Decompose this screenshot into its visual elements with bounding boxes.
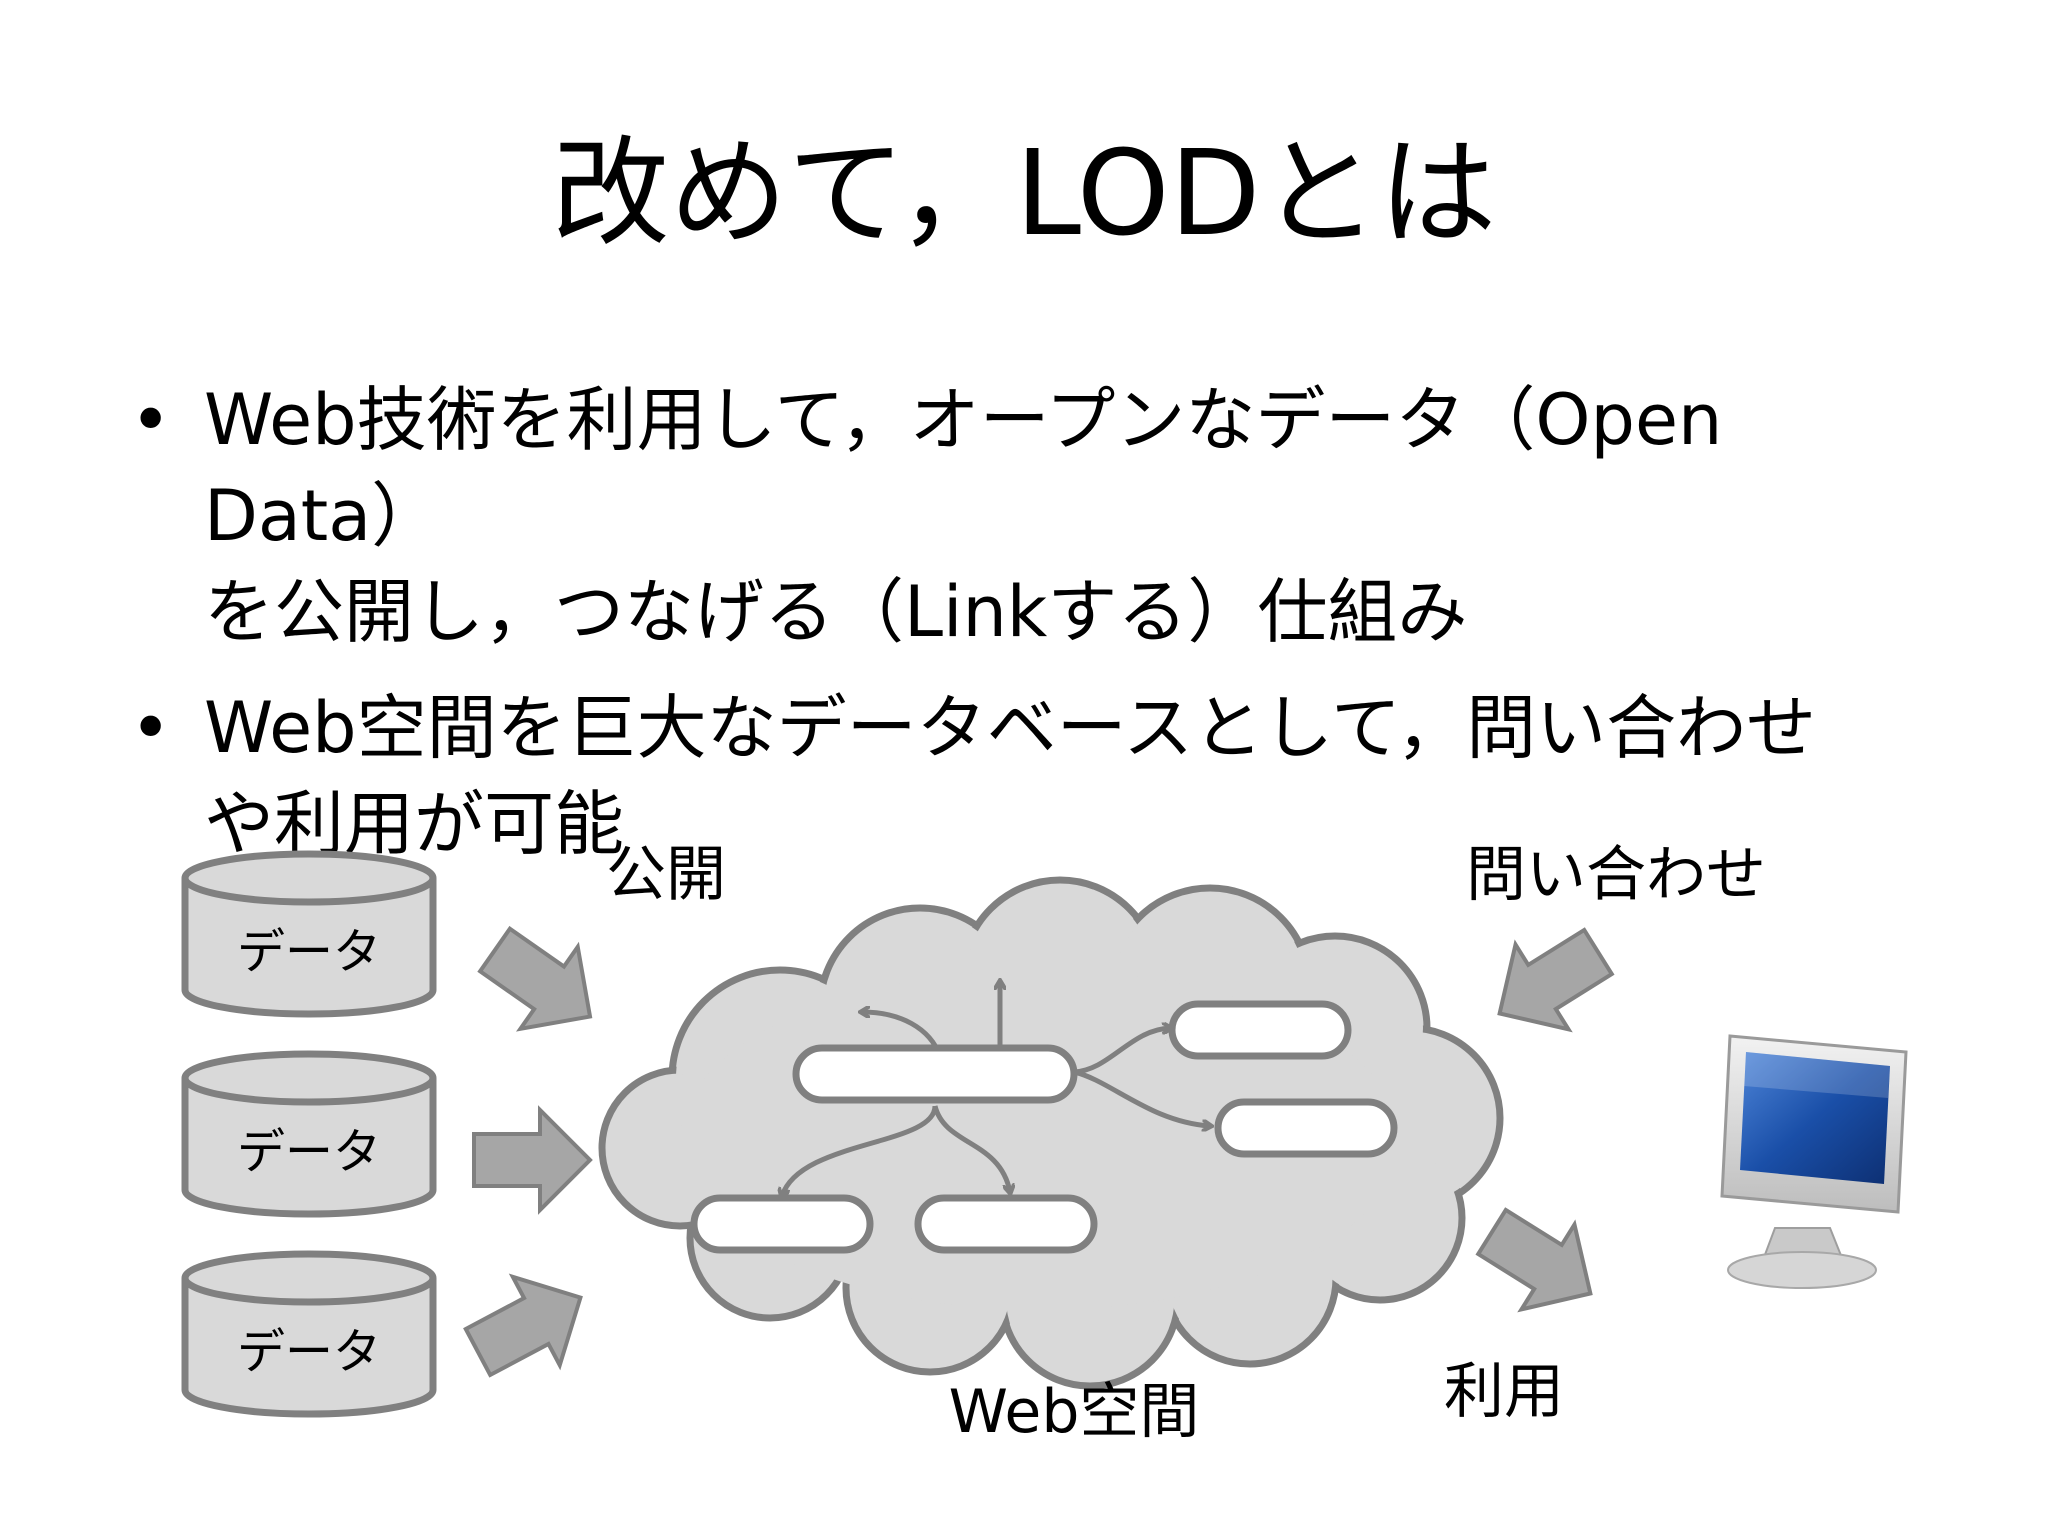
link-arrow [932,1105,1010,1192]
bullet-item: • Web技術を利用して，オープンなデータ（Open Data） を公開し，つな… [120,372,1980,660]
resource-node [1168,1000,1352,1060]
use-arrow-icon [1475,1207,1593,1313]
database-icon: データ [181,1050,437,1218]
link-arrow [1073,1028,1170,1075]
publish-label: 公開 [606,840,726,910]
link-arrow [1073,1069,1210,1126]
cloud-label: Web空間 [949,1377,1200,1447]
bullet-text-line: を公開し，つなげる（Linkする）仕組み [204,571,1468,653]
publish-arrow-icon [463,1273,583,1378]
link-arrow [782,1105,938,1196]
query-label: 問い合わせ [1466,840,1766,910]
computer-monitor-icon [1720,1034,1908,1289]
publish-arrow-icon [477,925,593,1032]
resource-node [1214,1098,1398,1158]
bullet-text-line: Web空間を巨大なデータベースとして，問い合わせ [204,687,1817,769]
bullet-item: • Web空間を巨大なデータベースとして，問い合わせ や利用が可能 [120,680,1980,872]
database-label: データ [237,1124,381,1180]
resource-node [792,1044,1078,1104]
query-arrow-icon [1497,927,1615,1033]
bullet-list: • Web技術を利用して，オープンなデータ（Open Data） を公開し，つな… [120,372,1980,892]
resource-node [690,1194,874,1254]
publish-arrow-icon [472,1105,593,1215]
database-label: データ [237,1324,381,1380]
resource-node [914,1194,1098,1254]
slide-title: 改めて，LODとは [551,124,1497,262]
bullet-marker: • [130,379,172,461]
database-icon: データ [181,850,437,1018]
database-label: データ [237,924,381,980]
bullet-marker: • [130,687,172,769]
database-icon: データ [181,1250,437,1418]
resource-nodes [690,1000,1398,1254]
use-label: 利用 [1444,1357,1564,1427]
bullet-text-line: や利用が可能 [204,783,624,865]
bullet-text-line: Web技術を利用して，オープンなデータ（Open Data） [204,379,1723,557]
